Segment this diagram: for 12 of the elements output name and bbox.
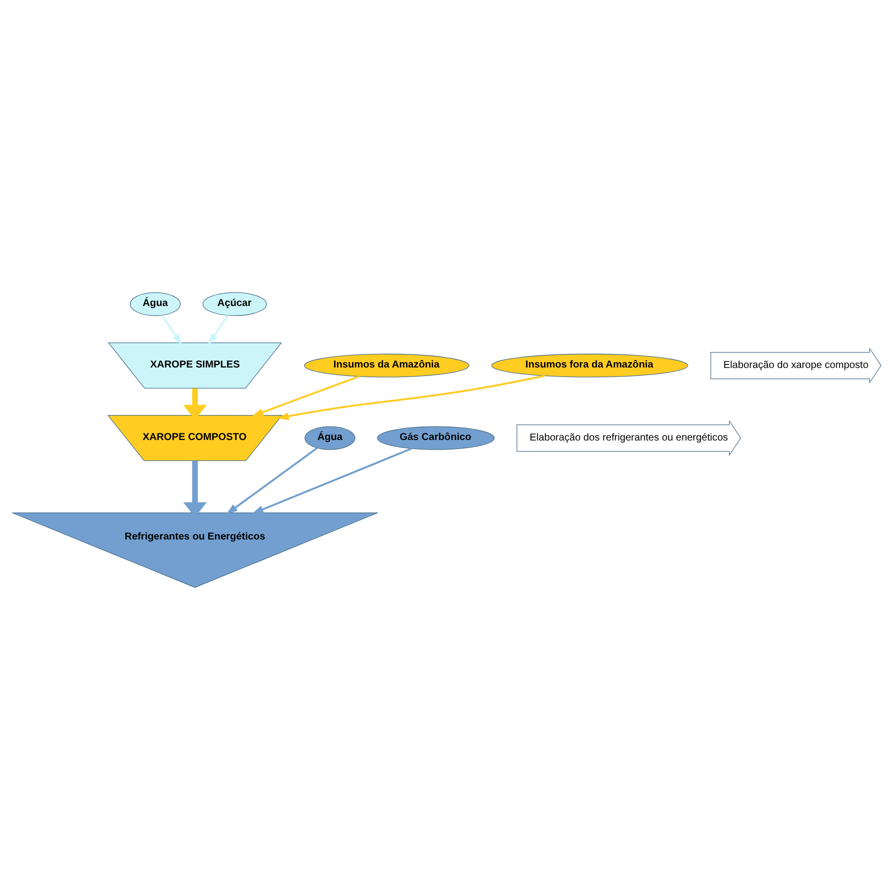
node-ellipse: Água [304,426,356,450]
arrow [277,374,545,420]
arrow [208,314,228,346]
node-ellipse: Insumos fora da Amazônia [491,354,688,378]
arrow [252,376,360,416]
arrow [226,447,318,514]
node-ellipse: Insumos da Amazônia [304,354,470,378]
node-ellipse: Gás Carbônico [377,426,495,450]
arrow [252,448,412,514]
node-ellipse: Água [130,292,181,316]
node-ellipse: Açúcar [202,292,267,316]
arrow [162,314,182,346]
